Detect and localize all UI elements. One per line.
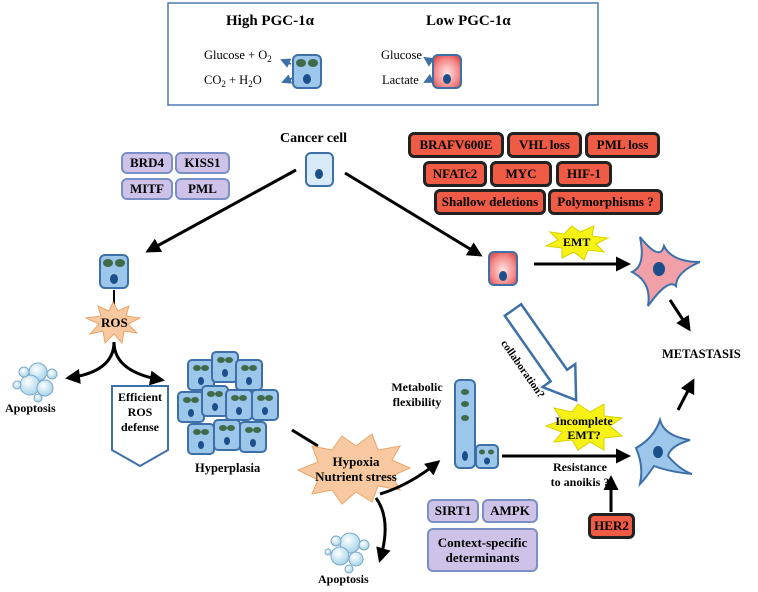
legend-low-out-arrow	[423, 73, 435, 83]
low-pgc-cell-icon	[488, 251, 518, 286]
hypoxia-label: Hypoxia Nutrient stress	[315, 454, 397, 484]
legend-high-out-arrow	[281, 74, 294, 84]
mesenchymal-cell-bottom-icon	[634, 416, 693, 488]
factor-sirt1: SIRT1	[427, 499, 479, 523]
arrow-bottom-to-metastasis	[676, 378, 695, 411]
incomplete-emt-label: Incomplete EMT?	[555, 414, 613, 442]
legend-low-output: Lactate	[382, 73, 419, 87]
factor-pml-loss: PML loss	[585, 132, 660, 158]
arrow-to-high-pgc-cell	[145, 168, 297, 253]
legend-low-in-arrow	[423, 56, 435, 67]
legend-low-cell	[432, 54, 462, 89]
factor-brafv600e: BRAFV600E	[408, 132, 504, 158]
ros-starburst	[84, 300, 142, 345]
factor-myc: MYC	[490, 161, 552, 187]
legend-high-title: High PGC-1α	[226, 13, 314, 29]
mesenchymal-cell-top-icon	[629, 236, 701, 307]
collaboration-arrow	[503, 302, 578, 402]
incomplete-emt-starburst	[544, 403, 624, 451]
ros-defense-shield	[111, 385, 169, 468]
arrow-hypoxia-to-flexibility	[379, 460, 441, 496]
ros-label: ROS	[101, 315, 128, 330]
hyperplasia-to-hypoxia-line	[291, 428, 319, 448]
legend-high-input: Glucose + O2	[204, 48, 272, 64]
factor-ampk: AMPK	[482, 499, 538, 523]
factor-brd4: BRD4	[121, 152, 173, 174]
factor-hif1: HIF-1	[556, 161, 612, 187]
arrow-ros-to-apoptosis	[65, 341, 116, 384]
high-pgc-cell-icon	[99, 254, 129, 289]
factor-context-specific: Context-specific determinants	[427, 528, 538, 572]
metabolic-flexibility-label: Metabolic flexibility	[391, 380, 443, 409]
factor-pml: PML	[175, 178, 230, 200]
factor-vhl-loss: VHL loss	[507, 132, 582, 158]
apoptosis-left-label: Apoptosis	[5, 401, 56, 415]
arrow-ros-to-hyperplasia	[112, 341, 165, 386]
metastasis-label: METASTASIS	[662, 347, 741, 361]
emt-label: EMT	[563, 235, 591, 249]
hyperplasia-label: Hyperplasia	[195, 461, 261, 475]
cancer-cell-icon	[305, 152, 334, 187]
arrow-top-to-metastasis	[668, 299, 691, 332]
arrow-to-low-pgc-cell	[344, 171, 483, 257]
apoptosis-bubbles-left-icon	[12, 362, 58, 403]
factor-mitf: MITF	[121, 178, 173, 200]
ros-defense-label: Efficient ROS defense	[118, 390, 162, 434]
factor-shallow-deletions: Shallow deletions	[434, 189, 546, 215]
legend-high-output: CO2 + H2O	[204, 73, 262, 89]
hypoxia-starburst	[296, 433, 412, 505]
factor-polymorphisms: Polymorphisms ?	[548, 189, 663, 215]
metabolic-flexibility-cell-icon	[454, 379, 499, 469]
factor-kiss1: KISS1	[175, 152, 230, 174]
hyperplasia-organelles	[183, 357, 273, 449]
legend-high-cell	[292, 54, 322, 89]
apoptosis-bubbles-bottom-icon	[324, 532, 370, 574]
legend-low-title: Low PGC-1α	[426, 13, 511, 29]
cancer-cell-label: Cancer cell	[280, 131, 347, 146]
legend-box	[167, 2, 599, 106]
arrow-hypoxia-to-apoptosis	[374, 497, 391, 563]
apoptosis-bottom-label: Apoptosis	[318, 572, 369, 586]
legend-low-input: Glucose	[381, 48, 422, 62]
factor-nfatc2: NFATc2	[423, 161, 487, 187]
factor-her2: HER2	[588, 513, 635, 539]
legend-high-in-arrow	[280, 58, 292, 68]
resistance-label: Resistance to anoikis ?	[550, 460, 610, 489]
emt-starburst	[544, 225, 610, 261]
